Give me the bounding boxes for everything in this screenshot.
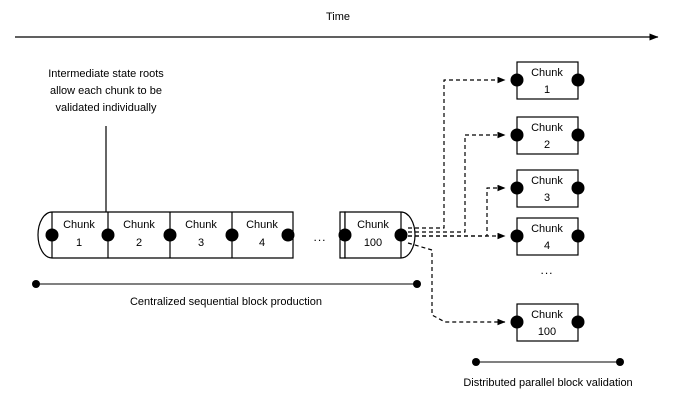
parallel-chunk-3-number: 3	[544, 192, 550, 204]
sequential-chunk-2-label: Chunk	[123, 219, 155, 231]
parallel-span-dot-right	[616, 358, 624, 366]
parallel-chunk-4-right-dot	[571, 229, 585, 243]
parallel-chunk-2-right-dot	[571, 128, 585, 142]
sequential-chunk-100-number: 100	[364, 237, 382, 249]
parallel-chunk-1-box	[516, 61, 579, 100]
sequential-chunk-100[interactable]: Chunk 100	[357, 219, 389, 249]
parallel-chunk-2-number: 2	[544, 139, 550, 151]
sequential-span-dot-right	[413, 280, 421, 288]
sequential-chunk-100-label: Chunk	[357, 219, 389, 231]
parallel-chunk-3-right-dot	[571, 181, 585, 195]
sequential-chain-group: Chunk 1 Chunk 2 Chunk 3 Chunk 4	[37, 211, 416, 259]
parallel-chunk-4[interactable]: Chunk 4	[510, 217, 585, 256]
chunk-100-right-dot	[394, 228, 408, 242]
parallel-chunk-4-left-dot	[510, 229, 524, 243]
parallel-chunk-2-label: Chunk	[531, 122, 563, 134]
parallel-chunk-3-left-dot	[510, 181, 524, 195]
connector-to-chunk-1	[408, 76, 506, 229]
sequential-chain-ellipsis: ...	[313, 230, 326, 244]
connector-to-chunk-100	[407, 242, 506, 326]
sequential-chunk-1-number: 1	[76, 237, 82, 249]
fanout-connectors	[407, 76, 506, 326]
parallel-chunk-2[interactable]: Chunk 2	[510, 116, 585, 155]
sequential-chunk-4-label: Chunk	[246, 219, 278, 231]
state-root-dot-1	[101, 228, 115, 242]
parallel-chunk-2-left-dot	[510, 128, 524, 142]
parallel-chunk-3-box	[516, 169, 579, 208]
parallel-chunk-4-number: 4	[544, 240, 550, 252]
sequential-chunk-4-number: 4	[259, 237, 265, 249]
annotation-note: Intermediate state roots allow each chun…	[48, 68, 164, 234]
sequential-caption-group: Centralized sequential block production	[32, 280, 421, 308]
sequential-chunk-1-label: Chunk	[63, 219, 95, 231]
time-axis-group: Time	[15, 11, 659, 41]
state-root-dot-2	[163, 228, 177, 242]
parallel-chunk-1-label: Chunk	[531, 67, 563, 79]
parallel-chunk-100-label: Chunk	[531, 309, 563, 321]
state-root-dot-3	[225, 228, 239, 242]
parallel-caption-group: Distributed parallel block validation	[463, 358, 633, 389]
sequential-chunk-3-number: 3	[198, 237, 204, 249]
parallel-chunk-100[interactable]: Chunk 100	[510, 303, 585, 342]
parallel-chunk-4-box	[516, 217, 579, 256]
parallel-chunk-2-box	[516, 116, 579, 155]
sequential-chunk-2[interactable]: Chunk 2	[123, 219, 155, 249]
state-root-dot-0	[45, 228, 59, 242]
parallel-chunk-100-box	[516, 303, 579, 342]
parallel-chunk-1-left-dot	[510, 73, 524, 87]
parallel-validation-group: Chunk 1 Chunk 2 Chunk 3	[510, 61, 585, 342]
state-root-dot-4	[281, 228, 295, 242]
parallel-chunk-4-label: Chunk	[531, 223, 563, 235]
sequential-chunk-3-label: Chunk	[185, 219, 217, 231]
sequential-span-dot-left	[32, 280, 40, 288]
sequential-chunk-3[interactable]: Chunk 3	[185, 219, 217, 249]
connector-to-chunk-3	[408, 184, 506, 237]
parallel-chunk-3[interactable]: Chunk 3	[510, 169, 585, 208]
parallel-chunk-1[interactable]: Chunk 1	[510, 61, 585, 100]
sequential-chunk-1[interactable]: Chunk 1	[63, 219, 95, 249]
sequential-caption: Centralized sequential block production	[130, 296, 322, 308]
annotation-line-1: Intermediate state roots	[48, 68, 164, 80]
parallel-chunk-100-left-dot	[510, 315, 524, 329]
parallel-chunk-100-right-dot	[571, 315, 585, 329]
connector-to-chunk-2	[408, 131, 506, 233]
time-axis-label: Time	[326, 11, 350, 23]
chunk-100-left-dot	[338, 228, 352, 242]
sequential-chunk-4[interactable]: Chunk 4	[246, 219, 278, 249]
parallel-chunk-1-number: 1	[544, 84, 550, 96]
annotation-line-2: allow each chunk to be	[50, 85, 162, 97]
parallel-span-dot-left	[472, 358, 480, 366]
parallel-caption: Distributed parallel block validation	[463, 377, 632, 389]
parallel-chunk-1-right-dot	[571, 73, 585, 87]
annotation-line-3: validated individually	[56, 102, 157, 114]
parallel-chunk-100-number: 100	[538, 326, 556, 338]
sequential-chunk-2-number: 2	[136, 237, 142, 249]
sequential-chunk-100-box	[344, 211, 416, 259]
parallel-column-ellipsis: ...	[540, 263, 553, 277]
parallel-chunk-3-label: Chunk	[531, 175, 563, 187]
